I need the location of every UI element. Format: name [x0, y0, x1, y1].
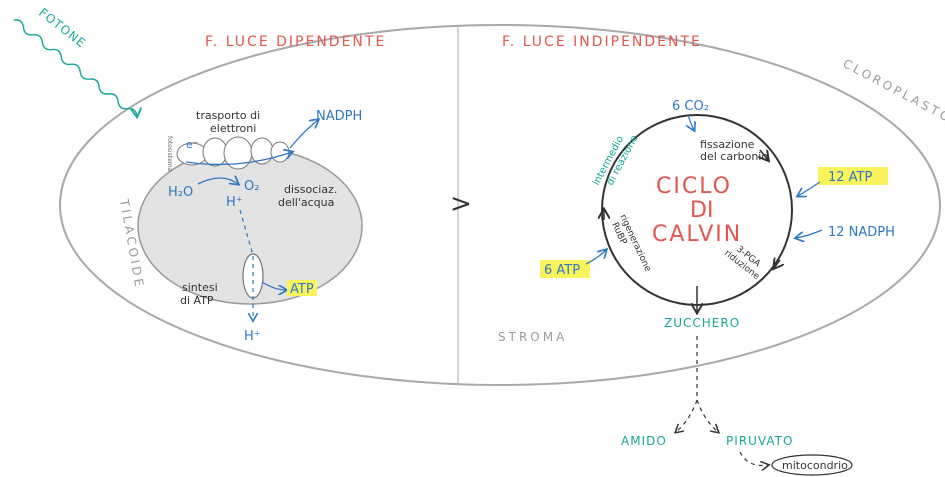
arrow-h2o-to-o2 [197, 178, 238, 184]
cycle-arrow-2 [774, 260, 780, 268]
electron-transport-chain [176, 136, 290, 170]
label-h-plus-bottom: H⁺ [244, 329, 261, 344]
arrow-co2 [688, 114, 694, 130]
label-co2: 6 CO₂ [672, 99, 709, 114]
label-dissociaz-1: dissociaz. [284, 183, 337, 196]
title-light-dependent: F. LUCE DIPENDENTE [205, 34, 386, 50]
label-amido: AMIDO [621, 434, 667, 448]
highlight-12-atp [818, 167, 888, 185]
label-h-plus-top: H⁺ [226, 195, 243, 210]
highlight-atp-left [287, 280, 317, 296]
label-piruvato: PIRUVATO [726, 434, 793, 448]
label-dissociaz-2: dell'acqua [278, 196, 334, 209]
label-atp-left: ATP [290, 282, 314, 297]
label-fotone: FOTONE [36, 5, 89, 50]
label-12-atp: 12 ATP [828, 170, 872, 185]
label-ciclo: CICLO [656, 174, 732, 199]
highlight-6-atp [540, 260, 590, 278]
label-o2: O₂ [244, 179, 259, 194]
mitochondrion [771, 454, 853, 476]
arrow-to-nadph [289, 120, 318, 149]
label-sintesi-1: sintesi [182, 281, 218, 294]
proton-dashed-path [239, 209, 256, 263]
arrow-6-atp [585, 250, 606, 265]
electron-flow-arrow [185, 152, 292, 166]
label-12-nadph: 12 NADPH [828, 225, 895, 240]
title-light-independent: F. LUCE INDIPENDENTE [502, 34, 702, 50]
arrow-12-atp [798, 181, 821, 196]
arrow-12-nadph [796, 229, 823, 238]
arrow-to-atp [261, 281, 286, 290]
label-calvin: CALVIN [652, 222, 742, 247]
label-stroma: STROMA [498, 330, 567, 344]
dashed-to-piruvato [696, 399, 718, 432]
label-h2o: H₂O [168, 185, 193, 200]
label-e-minus: e⁻ [186, 138, 199, 151]
label-trasporto-2: elettroni [210, 122, 256, 135]
label-fotosistema: fotosistema [166, 136, 173, 172]
label-di: DI [690, 198, 713, 223]
photon-wave [13, 19, 139, 119]
dashed-to-amido [676, 399, 698, 432]
arrow-symbol: > [450, 189, 472, 219]
label-nadph-left: NADPH [316, 109, 362, 124]
label-mitocondrio: mitocondrio [782, 459, 848, 472]
label-zucchero: ZUCCHERO [664, 316, 740, 330]
label-sintesi-2: di ATP [180, 294, 214, 307]
cycle-arrow-1 [760, 150, 768, 160]
label-fissazione-1: fissazione [700, 138, 755, 151]
label-6-atp: 6 ATP [544, 263, 580, 278]
label-fissazione-2: del carbonio [700, 150, 768, 163]
dashed-to-mitocondrio [739, 451, 768, 465]
label-trasporto-1: trasporto di [196, 109, 260, 122]
